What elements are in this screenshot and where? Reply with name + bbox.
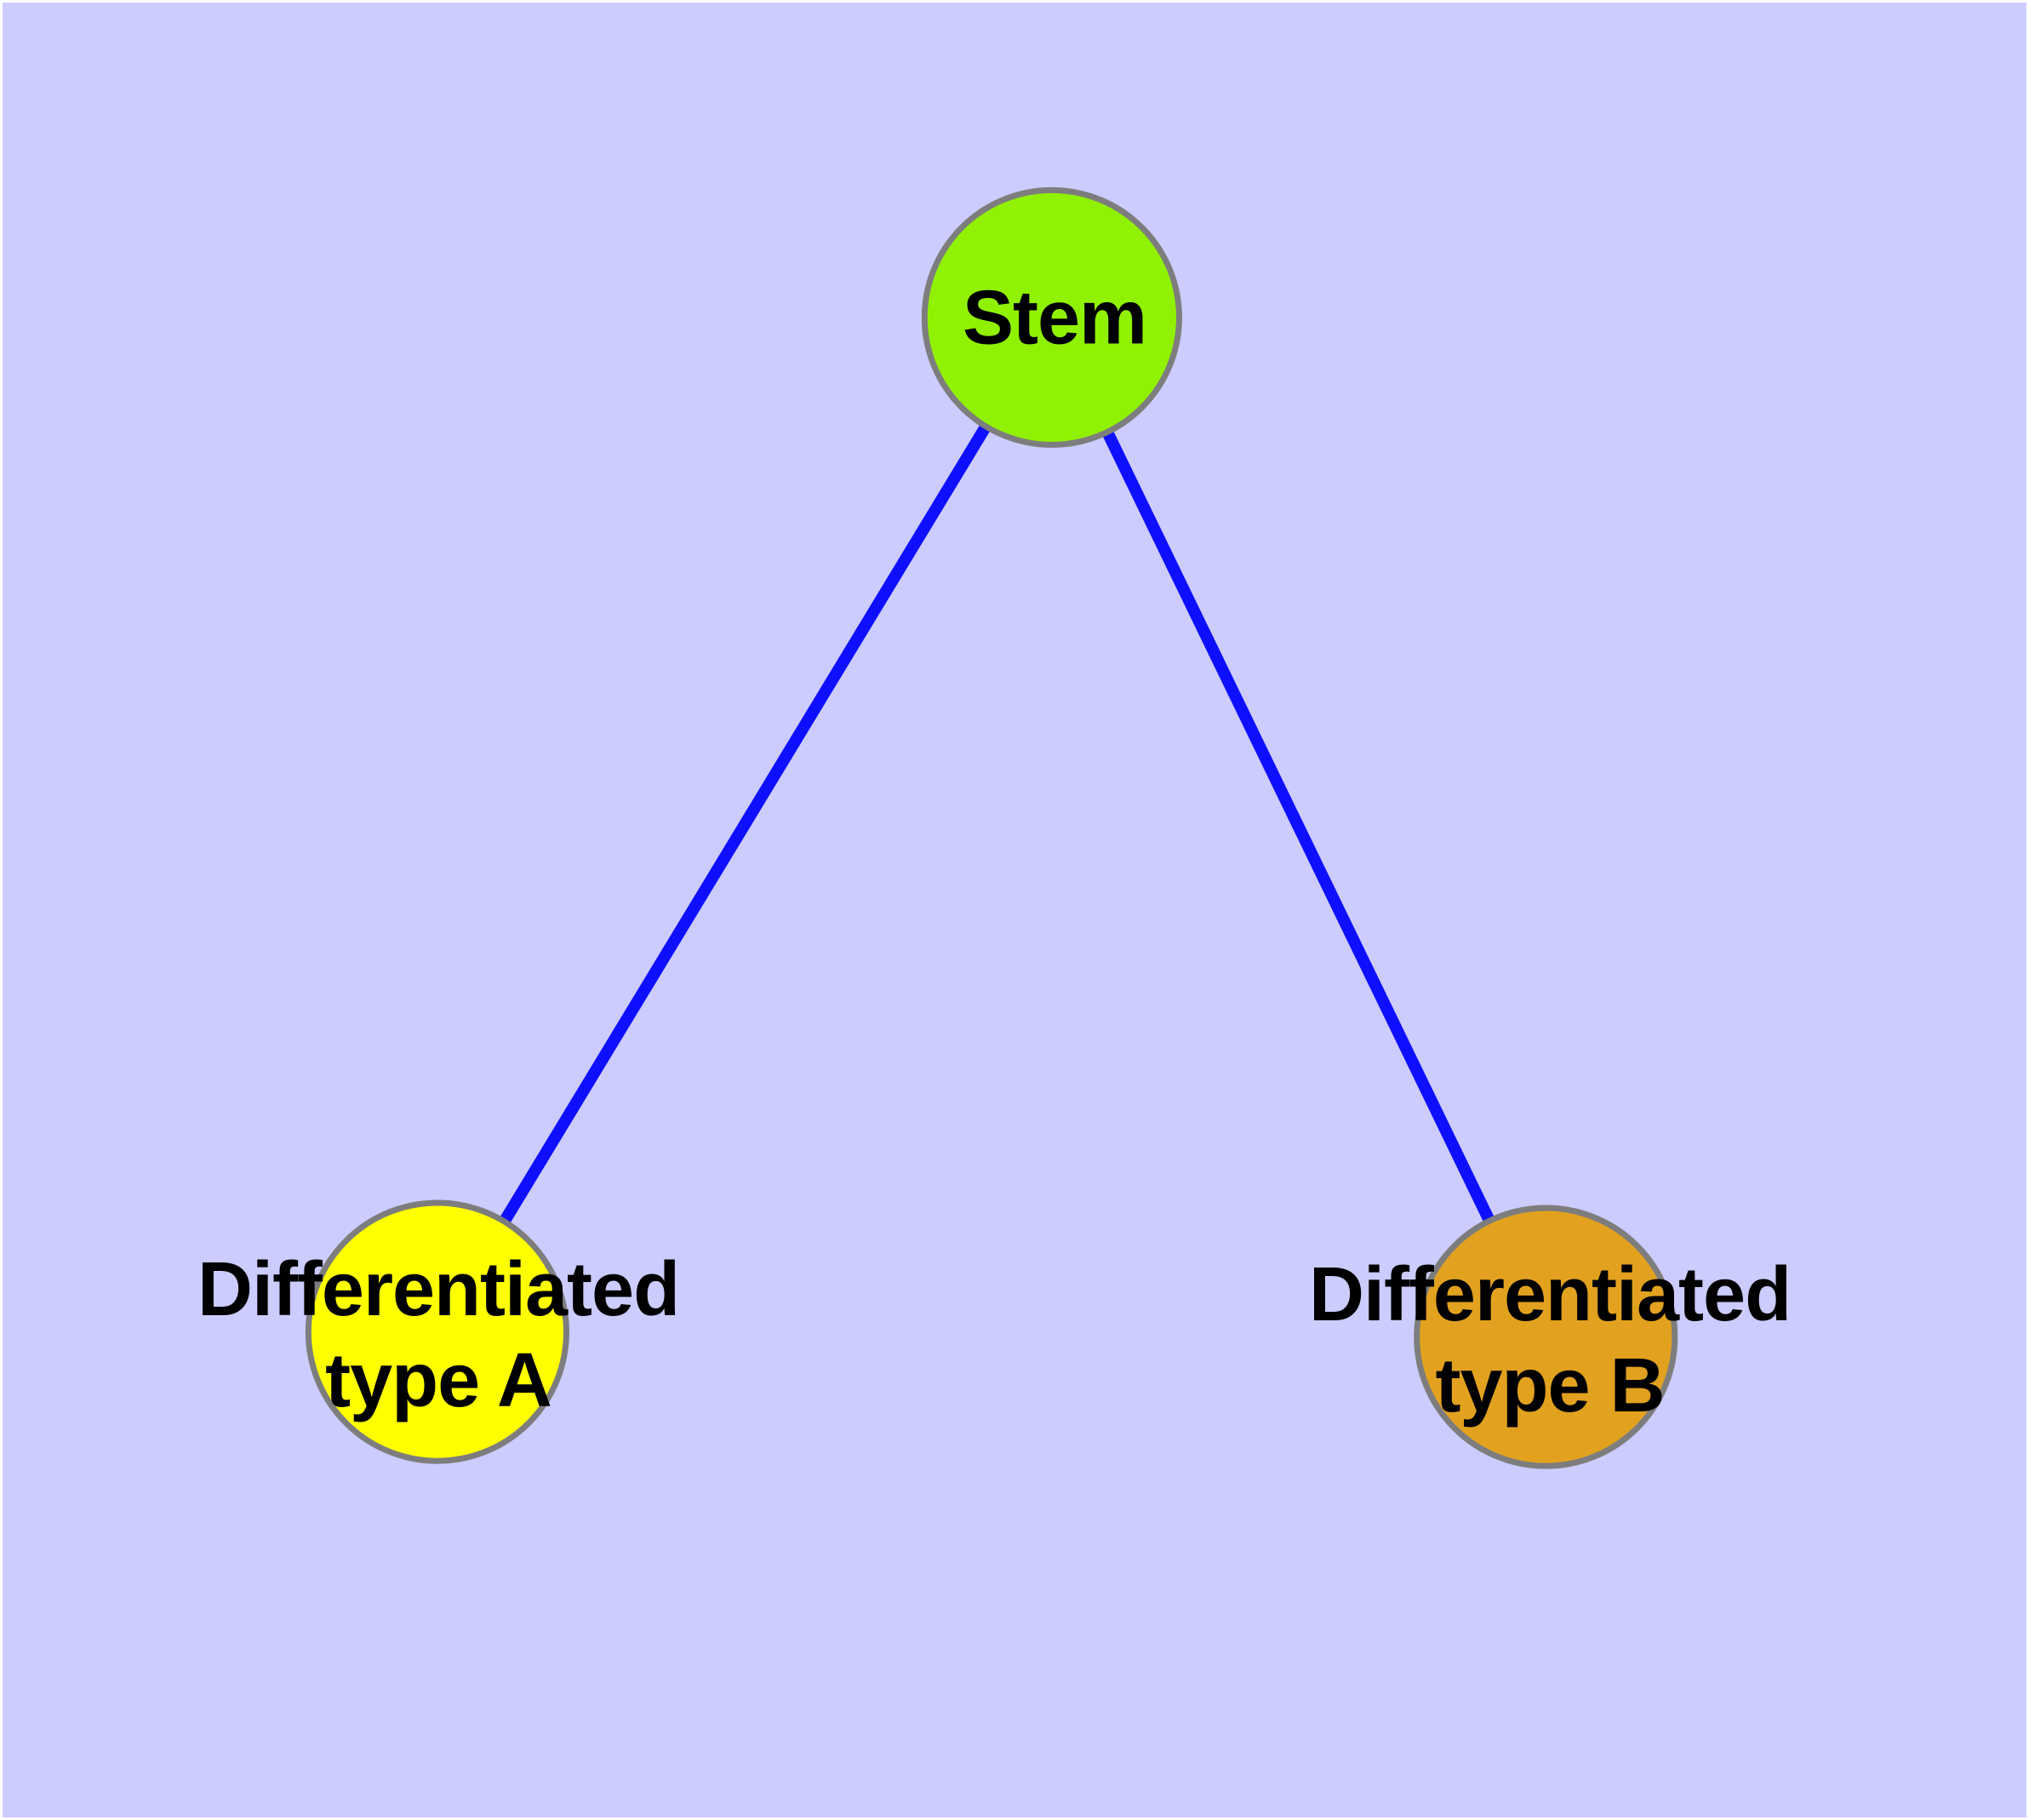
graph-svg bbox=[305, 186, 1678, 1469]
node-stem bbox=[921, 186, 1182, 449]
node-type-a bbox=[305, 1199, 569, 1464]
edge-stem-to-type-b bbox=[1046, 314, 1552, 1340]
edge-stem-to-type-a bbox=[432, 314, 1057, 1336]
node-type-b bbox=[1414, 1205, 1678, 1469]
